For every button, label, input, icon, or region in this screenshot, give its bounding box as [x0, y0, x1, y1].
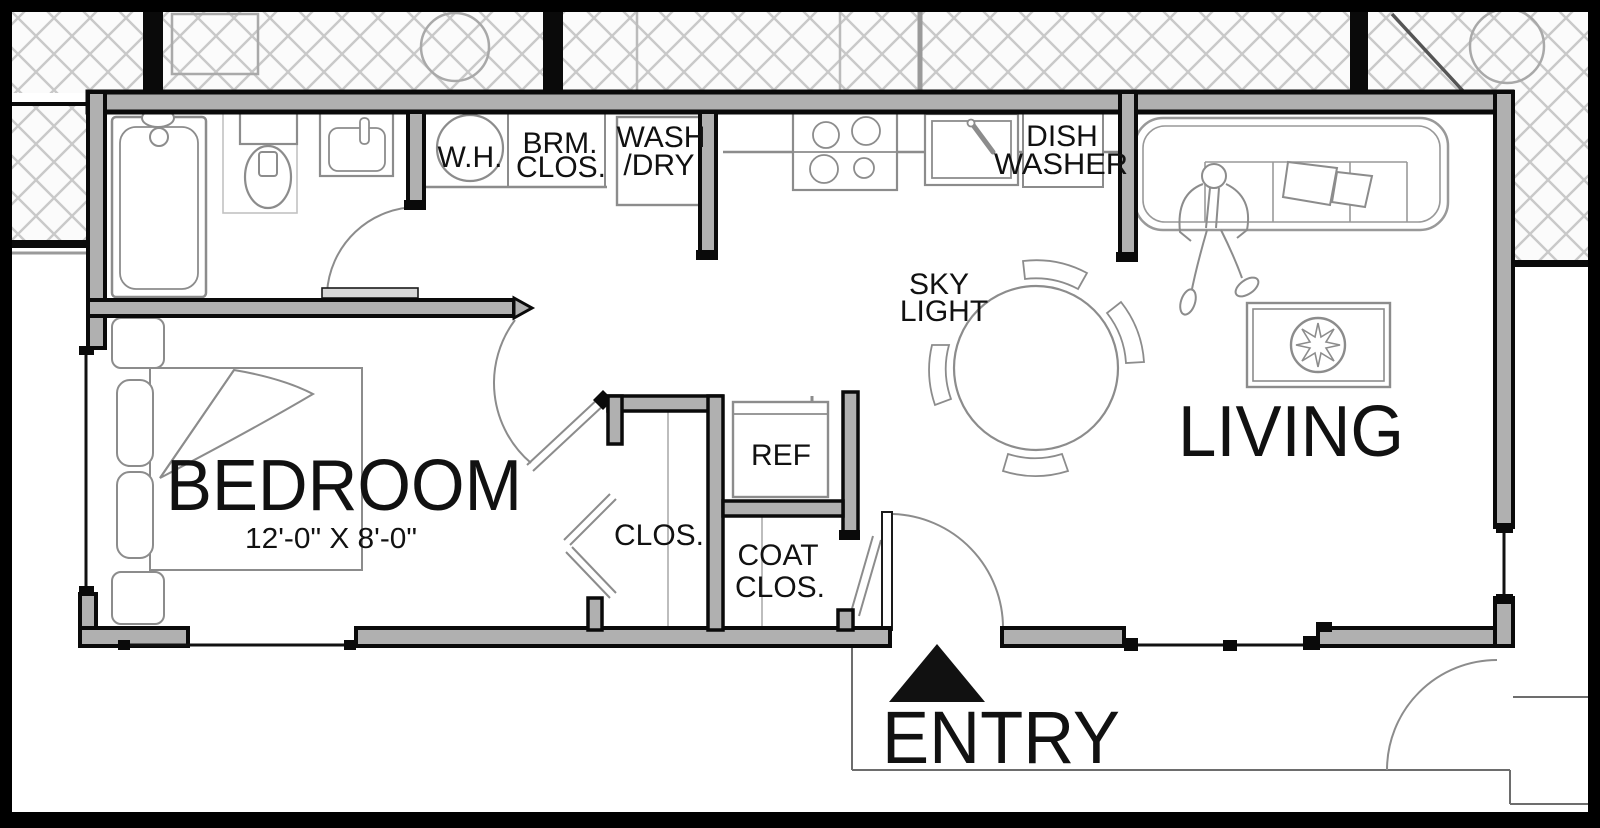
partition-wall — [1350, 12, 1368, 93]
utility-row — [424, 112, 709, 207]
bathroom-door-swing — [326, 205, 419, 294]
nightstand — [111, 317, 165, 369]
bedroom-door-leaf — [526, 396, 607, 472]
entry-door-leaf — [881, 511, 893, 631]
bathroom — [110, 106, 395, 299]
dishwasher-box — [1022, 111, 1104, 188]
wall-bath — [406, 110, 426, 210]
bathroom-door-leaf — [321, 287, 419, 299]
blanket-fold — [159, 368, 316, 479]
wall-end-caps — [404, 200, 1332, 632]
sink-faucet — [970, 122, 996, 155]
skylight-label-line1: SKY — [909, 268, 969, 301]
bedroom-label: BEDROOM — [166, 446, 522, 526]
vanity-faucet — [359, 117, 370, 145]
skylight-label-line2: LIGHT — [900, 295, 988, 328]
brm-closet-label-line1: BRM. — [523, 127, 598, 160]
dishwasher-label-line1: DISH — [1026, 120, 1098, 153]
washdry-label-line2: /DRY — [623, 149, 694, 182]
neighbor-fixture-square — [170, 12, 260, 76]
wall-top — [85, 89, 1515, 115]
wall-bottom-center — [354, 626, 892, 648]
wall-bottom-right — [1316, 626, 1514, 648]
closets — [563, 412, 882, 626]
water-heater-label: W.H. — [438, 141, 503, 174]
labels: BEDROOM 12'-0" X 8'-0" LIVING ENTRY SKY … — [166, 120, 1404, 779]
living-label: LIVING — [1178, 392, 1404, 472]
wall-below-ref — [721, 499, 845, 518]
back-door-swing-arc — [1386, 659, 1498, 771]
chair — [1022, 259, 1089, 291]
dishwasher-label-line2: WASHER — [994, 148, 1128, 181]
wall-closet-mid — [706, 394, 725, 632]
chair — [1105, 300, 1145, 364]
diagonal-wall-line — [1390, 12, 1466, 94]
dining-set — [928, 259, 1145, 477]
partition-wall — [143, 12, 163, 93]
neighbor-fixture-circle — [419, 11, 491, 83]
refrigerator-label: REF — [751, 439, 811, 472]
closet-label: CLOS. — [614, 519, 704, 552]
entry-walkway-lines — [851, 646, 1588, 805]
bedroom-door-swing — [493, 319, 532, 464]
living-room-furniture — [1133, 116, 1450, 389]
chair — [1001, 452, 1070, 477]
dining-table — [952, 284, 1120, 452]
wall-closet-top — [606, 394, 724, 413]
windows — [79, 346, 1513, 651]
coffee-table — [1245, 301, 1392, 389]
throw-pillow — [1330, 170, 1374, 209]
stove — [791, 110, 899, 192]
coat-closet-door — [850, 535, 882, 617]
pillow — [116, 471, 154, 559]
entry-label: ENTRY — [882, 696, 1120, 779]
person-figure — [1178, 163, 1260, 316]
throw-pillow — [1281, 160, 1339, 207]
bedroom-furniture — [111, 317, 363, 625]
wall-left — [86, 90, 107, 350]
bifold-doors — [563, 493, 617, 599]
partition-wall — [543, 12, 563, 93]
coat-closet-label-line2: CLOS. — [735, 571, 825, 604]
entry-arrow-marker — [889, 644, 985, 702]
coat-closet-label-line1: COAT — [737, 539, 818, 572]
wall-bath-bedroom — [86, 298, 516, 318]
brm-closet-label-line2: CLOS. — [516, 151, 606, 184]
pillow — [116, 379, 154, 467]
water-heater-circle — [435, 113, 505, 183]
wall-ref-right — [841, 390, 860, 540]
washdry-label-line1: WASH — [617, 121, 706, 154]
adjacent-units-hatching — [12, 7, 1588, 267]
washer-dryer-box — [615, 115, 709, 207]
refrigerator-box — [731, 396, 830, 499]
entry-door-swing — [892, 513, 1004, 629]
chair — [928, 344, 953, 407]
nightstand — [111, 571, 165, 625]
bedroom-size-label: 12'-0" X 8'-0" — [245, 523, 417, 555]
wall-right — [1493, 90, 1515, 529]
